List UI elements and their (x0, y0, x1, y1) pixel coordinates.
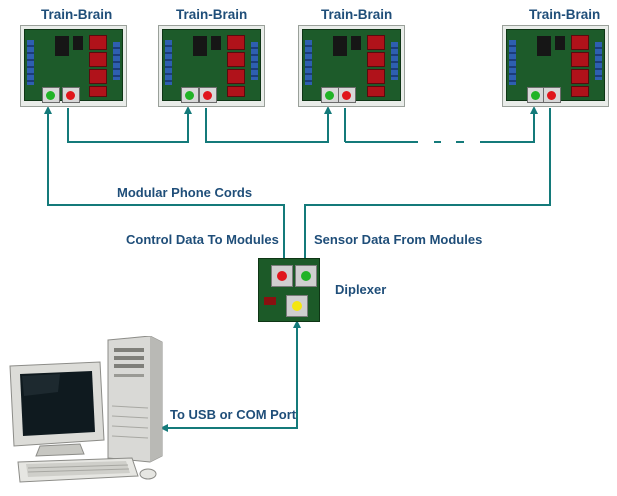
relay (227, 69, 245, 84)
chip (555, 36, 565, 50)
module-title-4: Train-Brain (529, 7, 601, 22)
terminal-block (27, 40, 34, 85)
green-led (185, 91, 194, 100)
terminal-block (305, 40, 312, 85)
green-led (301, 271, 311, 281)
usb-port-label: To USB or COM Port (170, 407, 297, 422)
relay (571, 86, 589, 97)
usb-jack (286, 295, 308, 317)
control-jack (271, 265, 293, 287)
red-led (203, 91, 212, 100)
green-led (531, 91, 540, 100)
input-jack (181, 87, 199, 103)
control-data-line (44, 106, 285, 262)
chain-link-2 (205, 106, 332, 143)
output-jack (338, 87, 356, 103)
module-title-2: Train-Brain (176, 7, 248, 22)
red-led (342, 91, 351, 100)
circuit-board (302, 29, 401, 101)
train-brain-module-3 (298, 25, 405, 107)
train-brain-module-2 (158, 25, 265, 107)
relay (89, 69, 107, 84)
chip (55, 36, 69, 56)
relay (367, 52, 385, 67)
chip (351, 36, 361, 50)
module-title-3: Train-Brain (321, 7, 393, 22)
output-jack (62, 87, 80, 103)
input-jack (42, 87, 60, 103)
sensor-data-label: Sensor Data From Modules (314, 232, 483, 247)
chip (537, 36, 551, 56)
red-led (277, 271, 287, 281)
monitor (9, 361, 105, 457)
chain-link-3c (480, 106, 538, 143)
yellow-led (292, 301, 302, 311)
relay (571, 52, 589, 67)
terminal-block (113, 42, 120, 80)
relay (367, 35, 385, 50)
mouse (139, 468, 157, 480)
output-jack (543, 87, 561, 103)
output-jack (199, 87, 217, 103)
relay (89, 52, 107, 67)
chip (211, 36, 221, 50)
sensor-jack (295, 265, 317, 287)
terminal-block (165, 40, 172, 85)
train-brain-module-4 (502, 25, 609, 107)
relay (227, 35, 245, 50)
usb-line (160, 320, 301, 432)
relay (571, 35, 589, 50)
keyboard (17, 457, 139, 483)
relay (227, 86, 245, 97)
green-led (325, 91, 334, 100)
green-led (46, 91, 55, 100)
chain-link-1 (67, 106, 192, 143)
relay (89, 35, 107, 50)
terminal-block (251, 42, 258, 80)
diplexer-label: Diplexer (335, 282, 387, 297)
sensor-data-line (301, 108, 551, 266)
phone-cords-label: Modular Phone Cords (117, 185, 253, 200)
tower-case (107, 336, 163, 463)
computer-illustration (9, 336, 163, 483)
relay (367, 69, 385, 84)
chip (73, 36, 83, 50)
diplexer-board (258, 258, 320, 322)
red-led (547, 91, 556, 100)
relay (89, 86, 107, 97)
terminal-block (391, 42, 398, 80)
relay (367, 86, 385, 97)
module-title-1: Train-Brain (41, 7, 113, 22)
input-jack (321, 87, 339, 103)
terminal-block (509, 40, 516, 85)
train-brain-module-1 (20, 25, 127, 107)
relay (571, 69, 589, 84)
red-led (66, 91, 75, 100)
chip (193, 36, 207, 56)
control-data-label: Control Data To Modules (126, 232, 279, 247)
chip (264, 297, 276, 305)
relay (227, 52, 245, 67)
chip (333, 36, 347, 56)
terminal-block (595, 42, 602, 80)
